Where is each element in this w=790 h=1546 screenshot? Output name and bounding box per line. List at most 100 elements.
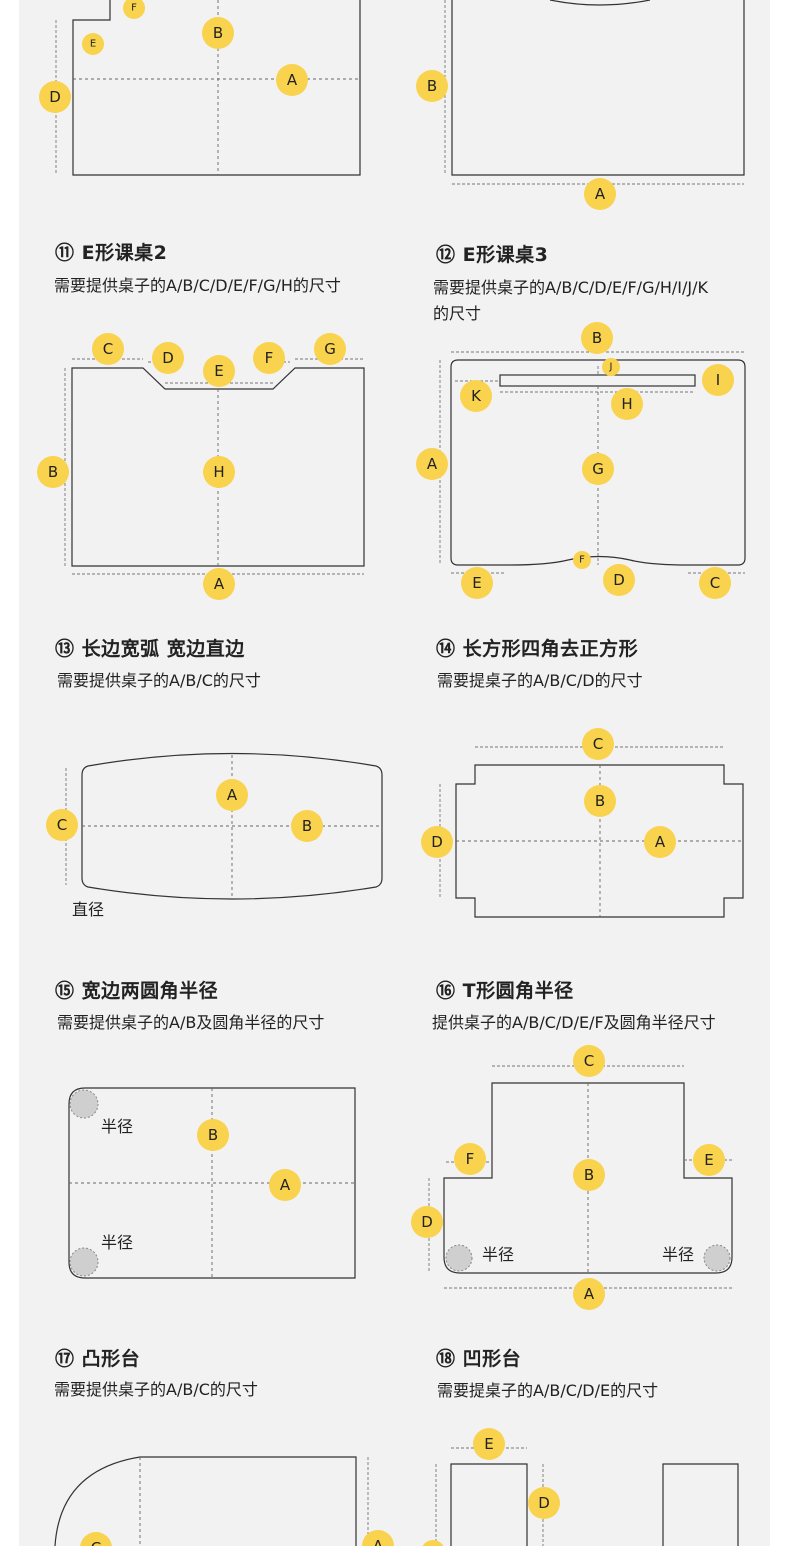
marker-C: C <box>573 1045 605 1077</box>
marker-J-label: J <box>609 362 613 373</box>
marker-C: C <box>46 809 78 841</box>
section-15-desc: 需要提供桌子的A/B及圆角半径的尺寸 <box>57 1013 325 1032</box>
diagram-14: C B A D <box>421 728 744 918</box>
marker-F: F <box>573 551 591 569</box>
marker-C-label: C <box>91 1539 101 1546</box>
section-16-desc: 提供桌子的A/B/C/D/E/F及圆角半径尺寸 <box>432 1013 716 1032</box>
section-16-title: ⑯ T形圆角半径 <box>436 980 574 1002</box>
marker-H-label: H <box>213 463 224 481</box>
section-11-desc: 需要提供桌子的A/B/C/D/E/F/G/H的尺寸 <box>54 276 341 295</box>
marker-D-label: D <box>538 1494 550 1512</box>
marker-F-label: F <box>579 555 585 566</box>
marker-E-label: E <box>704 1151 713 1169</box>
marker-E: E <box>473 1428 505 1460</box>
marker-D: D <box>528 1487 560 1519</box>
marker-A: A <box>203 568 235 600</box>
section-17-desc: 需要提供桌子的A/B/C的尺寸 <box>54 1380 258 1399</box>
marker-C-label: C <box>593 735 603 753</box>
radius-label-right: 半径 <box>662 1245 694 1264</box>
marker-A: A <box>644 826 676 858</box>
marker-C <box>422 1540 444 1546</box>
marker-E: E <box>693 1144 725 1176</box>
marker-B-label: B <box>584 1166 594 1184</box>
marker-E-label: E <box>484 1435 493 1453</box>
marker-C-label: C <box>584 1052 594 1070</box>
marker-E: E <box>82 33 104 55</box>
marker-B: B <box>197 1119 229 1151</box>
marker-D: D <box>421 826 453 858</box>
marker-F: F <box>123 0 145 19</box>
marker-A: A <box>584 178 616 210</box>
diagram-12: B J K I H A G F E D C <box>416 322 746 599</box>
marker-B-label: B <box>427 77 437 95</box>
marker-H-label: H <box>621 395 632 413</box>
section-12-title: ⑫ E形课桌3 <box>436 244 549 266</box>
section-18-desc: 需要提桌子的A/B/C/D/E的尺寸 <box>437 1381 659 1400</box>
marker-J: J <box>602 358 620 376</box>
marker-G: G <box>314 333 346 365</box>
section-13-title: ⑬ 长边宽弧 宽边直边 <box>55 638 245 660</box>
marker-D: D <box>603 564 635 596</box>
marker-B: B <box>581 322 613 354</box>
radius-circle-top <box>69 1089 99 1119</box>
marker-B-label: B <box>592 329 602 347</box>
marker-G-label: G <box>324 340 336 358</box>
marker-D: D <box>39 81 71 113</box>
marker-I-label: I <box>716 371 720 389</box>
marker-C: C <box>582 728 614 760</box>
marker-G: G <box>582 453 614 485</box>
marker-A: A <box>573 1278 605 1310</box>
marker-B: B <box>416 70 448 102</box>
marker-B-label: B <box>48 463 58 481</box>
marker-B: B <box>202 17 234 49</box>
marker-D-label: D <box>49 88 61 106</box>
marker-A: A <box>216 779 248 811</box>
marker-E-label: E <box>472 574 481 592</box>
marker-A-label: A <box>373 1537 384 1546</box>
diagram-17: C A <box>54 1456 394 1546</box>
marker-G-label: G <box>592 460 604 478</box>
marker-B: B <box>573 1159 605 1191</box>
marker-F-label: F <box>466 1150 475 1168</box>
marker-A-label: A <box>584 1285 595 1303</box>
marker-B-label: B <box>302 817 312 835</box>
marker-A: A <box>269 1169 301 1201</box>
marker-E: E <box>461 567 493 599</box>
marker-C-label: C <box>103 340 113 358</box>
marker-D-label: D <box>421 1213 433 1231</box>
marker-B-label: B <box>595 792 605 810</box>
radius-label-bottom: 半径 <box>101 1233 133 1252</box>
diagram-10-left: F E B A D <box>39 0 361 176</box>
diagram-16: 半径 半径 C F B E D A <box>411 1045 733 1310</box>
section-12-desc-line1: 需要提供桌子的A/B/C/D/E/F/G/H/I/J/K <box>433 278 708 297</box>
marker-D-label: D <box>613 571 625 589</box>
marker-A: A <box>416 448 448 480</box>
marker-A-label: A <box>427 455 438 473</box>
marker-B-label: B <box>213 24 223 42</box>
marker-K-label: K <box>471 387 482 405</box>
marker-D: D <box>411 1206 443 1238</box>
marker-E-label: E <box>214 362 223 380</box>
radius-label-top: 半径 <box>101 1117 133 1136</box>
marker-A: A <box>276 64 308 96</box>
marker-I: I <box>702 364 734 396</box>
section-11-title: ⑪ E形课桌2 <box>55 242 168 264</box>
diagram-18: E D <box>422 1428 739 1546</box>
marker-C: C <box>80 1532 112 1546</box>
marker-H: H <box>611 388 643 420</box>
section-12-desc-line2: 的尺寸 <box>433 304 482 323</box>
marker-C-label: C <box>710 574 720 592</box>
marker-C: C <box>92 333 124 365</box>
marker-H: H <box>203 456 235 488</box>
section-14-title: ⑭ 长方形四角去正方形 <box>436 638 639 660</box>
marker-A-label: A <box>227 786 238 804</box>
marker-B-label: B <box>208 1126 218 1144</box>
radius-circle-bottom <box>69 1247 99 1277</box>
marker-B: B <box>37 456 69 488</box>
marker-F: F <box>253 342 285 374</box>
marker-A-label: A <box>655 833 666 851</box>
radius-label-left: 半径 <box>482 1245 514 1264</box>
marker-E-label: E <box>90 39 96 50</box>
marker-D: D <box>152 342 184 374</box>
marker-C: C <box>699 567 731 599</box>
